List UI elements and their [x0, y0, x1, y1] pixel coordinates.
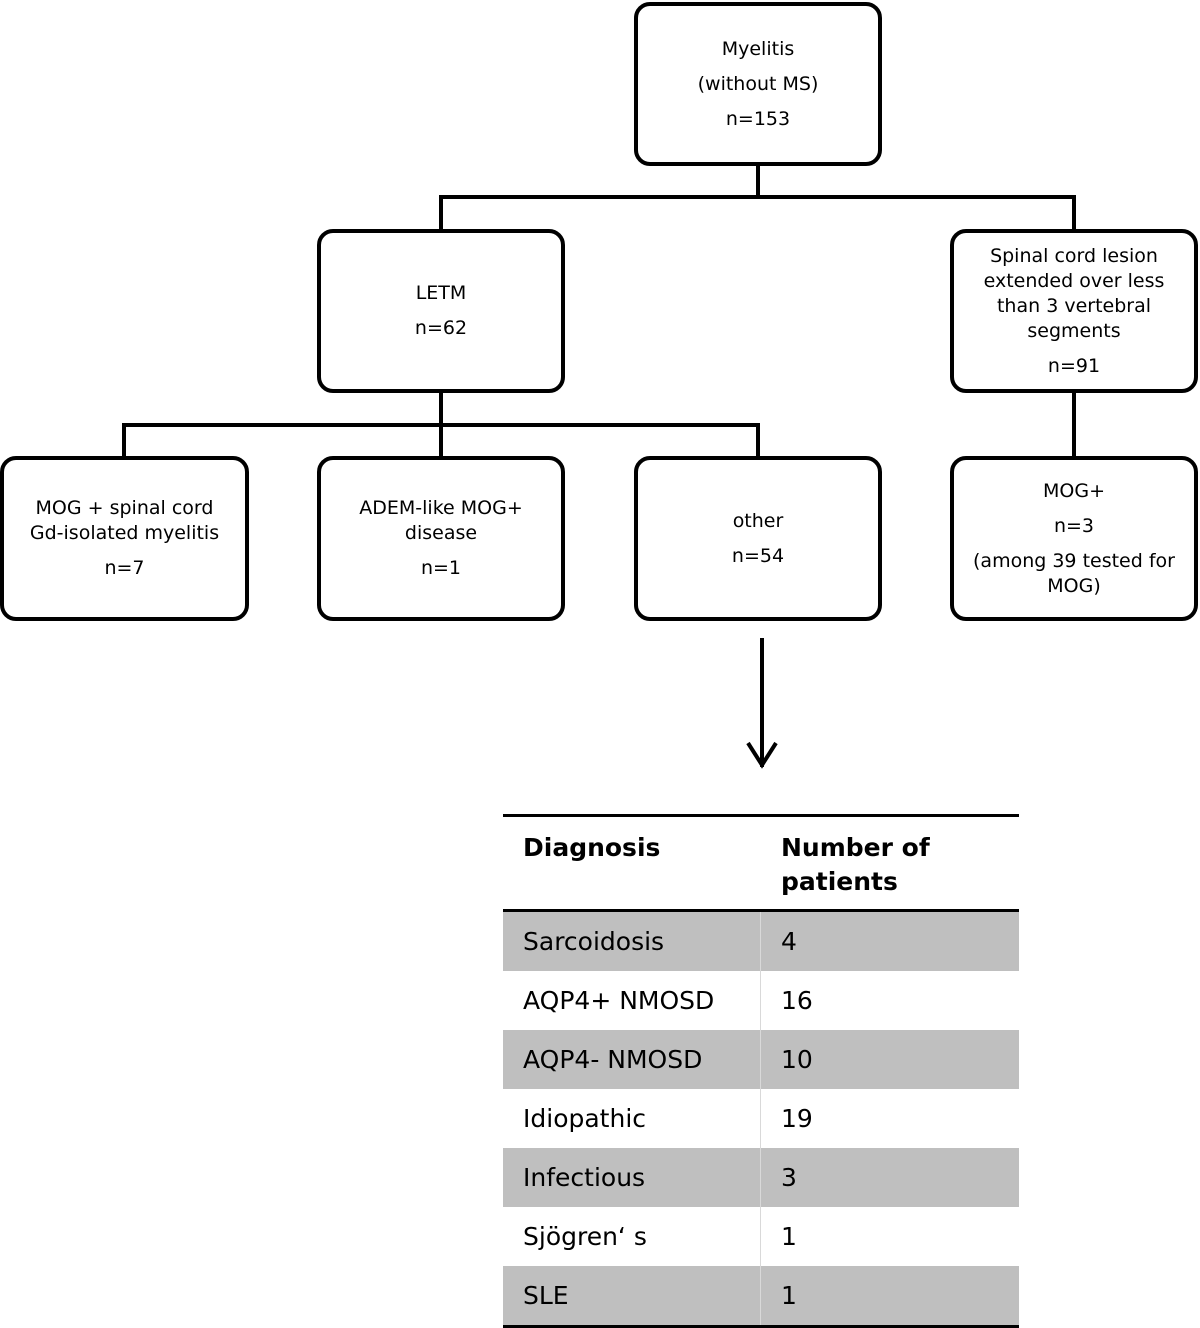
node-mog-positive: MOG+ n=3 (among 39 tested for MOG) — [950, 456, 1198, 621]
letm-label: LETM — [415, 282, 467, 304]
table-row: Sarcoidosis 4 — [503, 912, 1019, 971]
table-row: AQP4- NMOSD 10 — [503, 1030, 1019, 1089]
row-count: 1 — [781, 1281, 797, 1310]
short-label: Spinal cord lesion extended over less th… — [983, 244, 1165, 342]
row-count: 19 — [781, 1104, 813, 1133]
node-short-lesion: Spinal cord lesion extended over less th… — [950, 229, 1198, 393]
row-diagnosis: Sarcoidosis — [503, 912, 761, 971]
row-diagnosis: AQP4- NMOSD — [503, 1030, 761, 1089]
adem-count: n=1 — [420, 557, 462, 579]
short-count: n=91 — [1047, 354, 1101, 377]
root-line-1: Myelitis — [721, 37, 795, 60]
mog-pos-count: n=3 — [1053, 514, 1095, 537]
row-count: 1 — [781, 1222, 797, 1251]
table-row: AQP4+ NMOSD 16 — [503, 971, 1019, 1030]
row-count: 16 — [781, 986, 813, 1015]
header-diagnosis: Diagnosis — [523, 833, 661, 862]
adem-label: ADEM-like MOG+ disease — [359, 497, 523, 544]
node-letm: LETM n=62 — [317, 229, 565, 393]
arrow-head — [746, 741, 778, 769]
mog-pos-title: MOG+ — [1043, 479, 1105, 502]
row-count: 3 — [781, 1163, 797, 1192]
other-count: n=54 — [731, 544, 785, 567]
node-myelitis-root: Myelitis (without MS) n=153 — [634, 2, 882, 166]
mog-pos-note: (among 39 tested for MOG) — [973, 549, 1175, 597]
table-row: Idiopathic 19 — [503, 1089, 1019, 1148]
row-diagnosis: AQP4+ NMOSD — [503, 971, 761, 1030]
letm-count: n=62 — [414, 317, 468, 339]
row-diagnosis: Idiopathic — [503, 1089, 761, 1148]
other-label: other — [732, 509, 784, 532]
row-diagnosis: SLE — [503, 1266, 761, 1325]
diagnosis-table: Diagnosis Number of patients Sarcoidosis… — [503, 814, 1019, 1328]
node-adem-like: ADEM-like MOG+ disease n=1 — [317, 456, 565, 621]
row-count: 10 — [781, 1045, 813, 1074]
row-count: 4 — [781, 927, 797, 956]
header-number-of-patients: Number of patients — [781, 833, 930, 896]
row-diagnosis: Infectious — [503, 1148, 761, 1207]
node-mog-isolated-myelitis: MOG + spinal cord Gd-isolated myelitis n… — [0, 456, 249, 621]
row-diagnosis: Sjögren‘ s — [503, 1207, 761, 1266]
root-count: n=153 — [725, 107, 791, 130]
table-row: Sjögren‘ s 1 — [503, 1207, 1019, 1266]
table-row: Infectious 3 — [503, 1148, 1019, 1207]
mog-isolated-count: n=7 — [104, 557, 145, 579]
node-other: other n=54 — [634, 456, 882, 621]
root-line-2: (without MS) — [697, 72, 819, 95]
table-top-rule — [503, 814, 1019, 817]
table-row: SLE 1 — [503, 1266, 1019, 1325]
table-header-row: Diagnosis Number of patients — [503, 817, 1019, 912]
mog-isolated-label: MOG + spinal cord Gd-isolated myelitis — [29, 497, 220, 544]
